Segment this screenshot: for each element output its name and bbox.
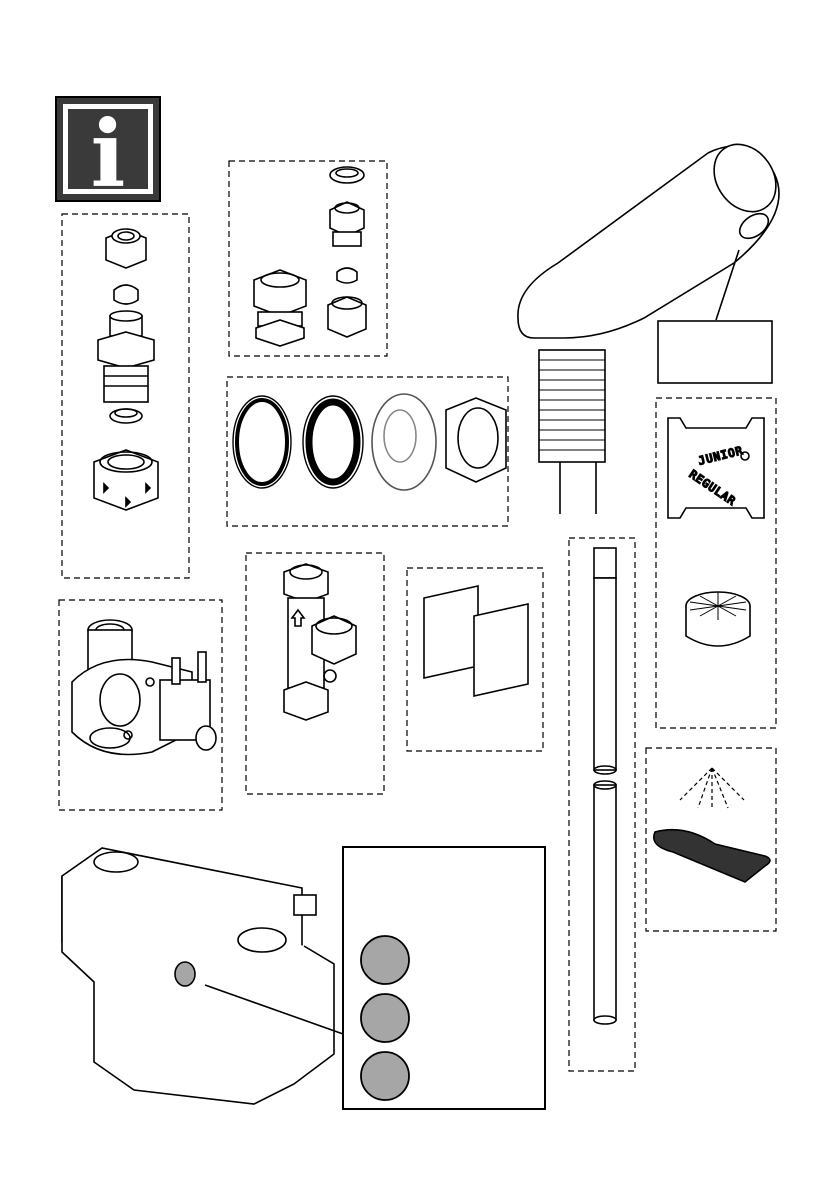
status-indicator-legend [343, 847, 545, 1109]
status-indicator-dot-3 [361, 1052, 409, 1100]
fittings-set [229, 161, 387, 356]
strainer-tee-valve [246, 553, 384, 794]
aerator-inserts: JUNIOR REGULAR [656, 398, 776, 728]
solenoid-valve [59, 600, 222, 810]
control-box [62, 848, 360, 1104]
seals-washers-set [227, 377, 508, 526]
adhesive-pads [407, 568, 543, 751]
info-icon: i [56, 97, 160, 208]
status-indicator-dot-1 [361, 936, 409, 984]
control-box-sensor-window [175, 962, 195, 986]
extension-pipe [569, 538, 635, 1071]
hand-sensor-icon [646, 748, 776, 931]
status-indicator-dot-2 [361, 994, 409, 1042]
info-icon-glyph: i [91, 100, 126, 208]
compression-fitting-set [62, 214, 189, 578]
